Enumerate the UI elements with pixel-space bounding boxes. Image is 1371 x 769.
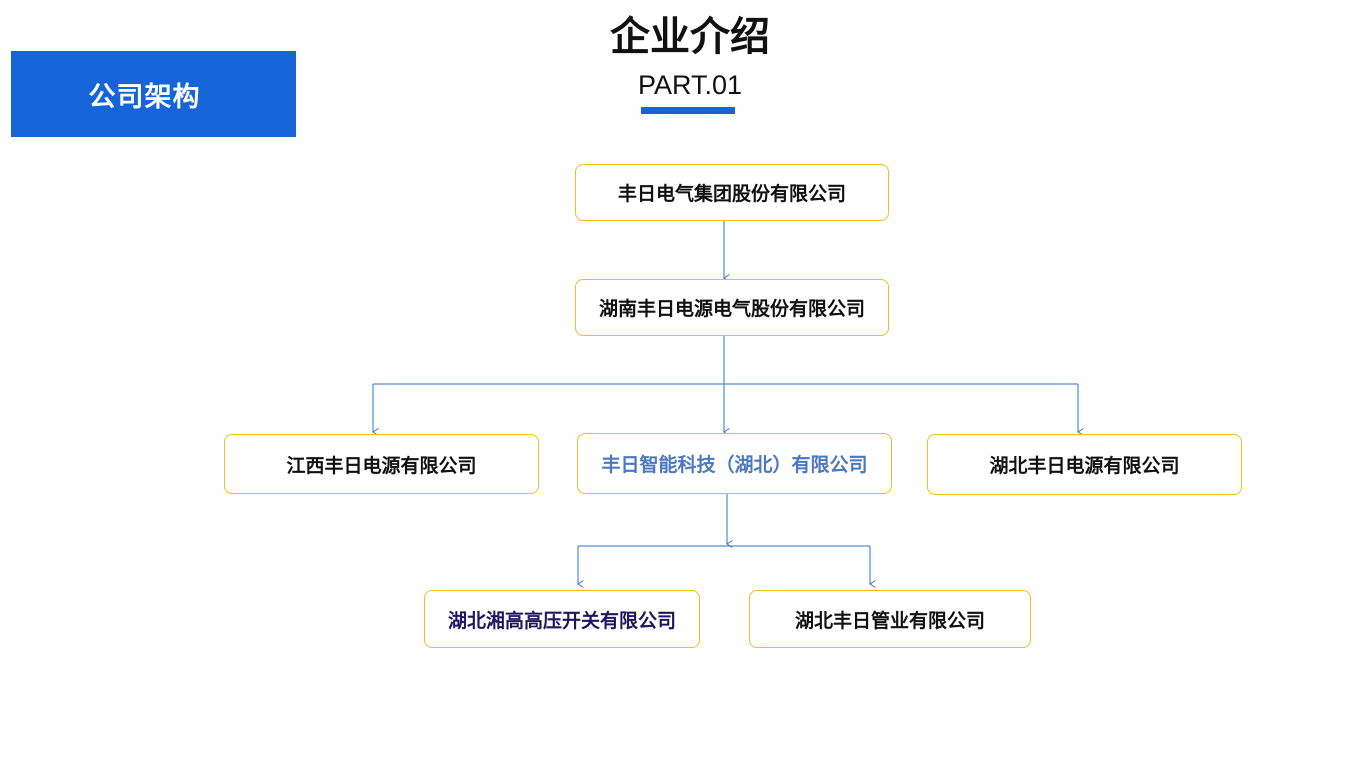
org-node-pipe: 湖北丰日管业有限公司 — [749, 590, 1031, 648]
org-node-group: 丰日电气集团股份有限公司 — [575, 164, 889, 221]
org-node-hunan: 湖南丰日电源电气股份有限公司 — [575, 279, 889, 336]
page-title: 企业介绍 — [610, 14, 770, 60]
org-node-hubei-power: 湖北丰日电源有限公司 — [927, 434, 1242, 495]
title-underline — [641, 107, 735, 114]
section-tag: 公司架构 — [11, 51, 296, 137]
org-node-smart-tech: 丰日智能科技（湖北）有限公司 — [577, 433, 892, 494]
section-tag-label: 公司架构 — [88, 81, 201, 113]
org-node-jiangxi: 江西丰日电源有限公司 — [224, 434, 539, 494]
org-node-xiang-gao: 湖北湘高高压开关有限公司 — [424, 590, 700, 648]
page-subtitle: PART.01 — [637, 70, 743, 100]
